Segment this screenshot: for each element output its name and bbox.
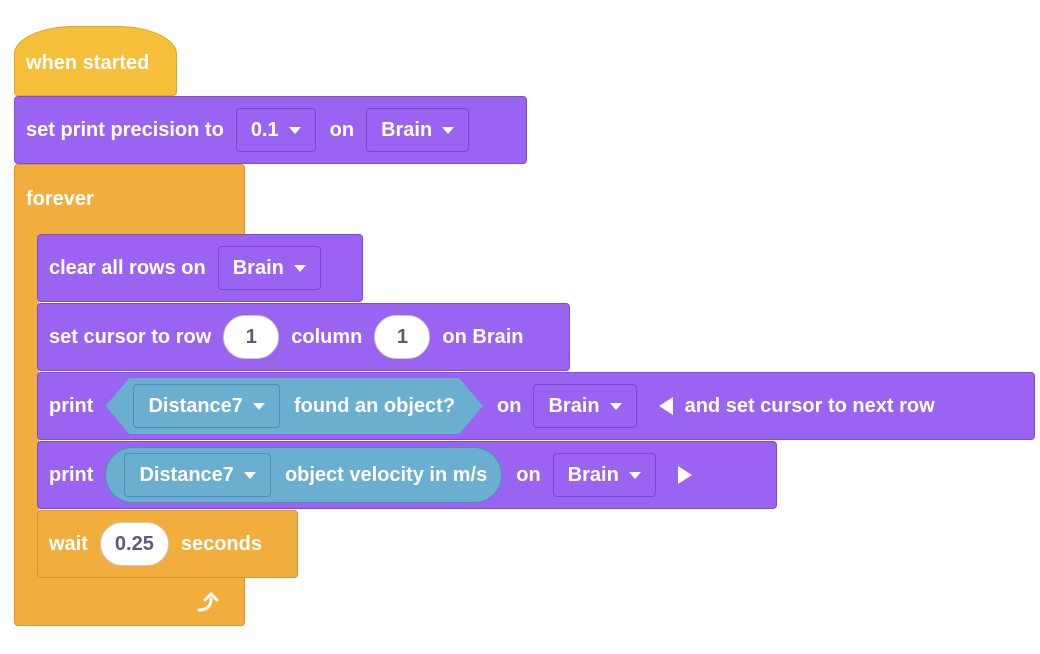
forever-block-bottom[interactable]: [14, 578, 245, 626]
chevron-down-icon: [288, 126, 301, 134]
wait-block[interactable]: wait 0.25 seconds: [37, 510, 298, 578]
clear-all-rows-block[interactable]: clear all rows on Brain: [37, 234, 363, 302]
sensor-dropdown[interactable]: Distance7: [133, 384, 280, 428]
collapse-arrow-icon[interactable]: [658, 397, 673, 415]
on-label: on: [497, 394, 522, 417]
chevron-down-icon: [442, 126, 455, 134]
print-velocity-block[interactable]: print Distance7 object velocity in m/s o…: [37, 441, 777, 509]
sensor-value: Distance7: [148, 394, 243, 417]
print-target-value: Brain: [548, 394, 600, 417]
expand-arrow-icon[interactable]: [677, 466, 692, 484]
forever-label: forever: [26, 188, 94, 210]
when-started-block[interactable]: when started: [14, 26, 177, 96]
when-started-label: when started: [26, 51, 150, 74]
print-label: print: [49, 394, 94, 417]
row-input[interactable]: 1: [223, 315, 280, 359]
loop-arrow-icon: [197, 592, 219, 612]
wait-seconds-input[interactable]: 0.25: [99, 522, 169, 566]
wait-label: wait: [49, 532, 88, 555]
next-row-label: and set cursor to next row: [684, 394, 935, 417]
on-label: on: [516, 463, 541, 486]
sensor-dropdown[interactable]: Distance7: [124, 453, 271, 497]
chevron-down-icon: [609, 402, 622, 410]
velocity-reporter[interactable]: Distance7 object velocity in m/s: [105, 447, 503, 503]
clear-all-rows-label: clear all rows on: [49, 256, 206, 279]
set-cursor-label: set cursor to row: [49, 325, 212, 348]
set-print-precision-label: set print precision to: [26, 118, 224, 141]
found-object-label: found an object?: [293, 394, 456, 417]
precision-target-value: Brain: [381, 118, 433, 141]
chevron-down-icon: [628, 471, 641, 479]
precision-dropdown[interactable]: 0.1: [235, 108, 316, 152]
print-found-object-block[interactable]: print Distance7 found an object? on Brai…: [37, 372, 1035, 440]
cursor-on-brain-label: on Brain: [442, 325, 524, 348]
print-target-dropdown[interactable]: Brain: [533, 384, 637, 428]
column-label: column: [291, 325, 363, 348]
forever-block-arm: [14, 232, 39, 580]
clear-rows-target-dropdown[interactable]: Brain: [217, 246, 321, 290]
found-object-boolean[interactable]: Distance7 found an object?: [105, 378, 483, 434]
on-label: on: [329, 118, 355, 141]
clear-rows-target-value: Brain: [232, 256, 284, 279]
chevron-down-icon: [243, 471, 256, 479]
chevron-down-icon: [253, 403, 265, 410]
column-input[interactable]: 1: [374, 315, 431, 359]
precision-target-dropdown[interactable]: Brain: [366, 108, 470, 152]
set-print-precision-block[interactable]: set print precision to 0.1 on Brain: [14, 96, 527, 164]
print-target-value: Brain: [567, 463, 619, 486]
velocity-label: object velocity in m/s: [284, 463, 488, 486]
print-target-dropdown[interactable]: Brain: [552, 453, 656, 497]
seconds-label: seconds: [180, 532, 262, 555]
precision-value: 0.1: [250, 118, 279, 141]
sensor-value: Distance7: [139, 463, 234, 486]
chevron-down-icon: [293, 264, 306, 272]
forever-block-top[interactable]: forever: [14, 164, 245, 234]
print-label: print: [49, 463, 94, 486]
set-cursor-block[interactable]: set cursor to row 1 column 1 on Brain: [37, 303, 570, 371]
